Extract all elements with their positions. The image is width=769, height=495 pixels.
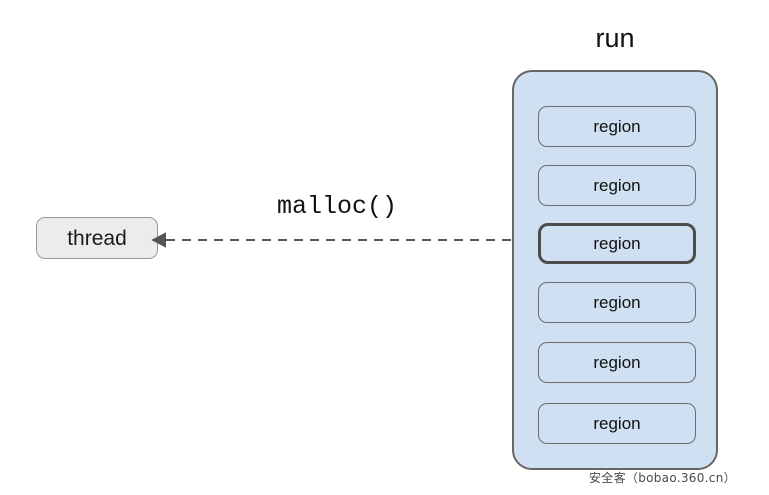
thread-node[interactable]: thread — [36, 217, 158, 259]
run-title: run — [595, 23, 635, 53]
thread-node-label: thread — [67, 226, 127, 250]
watermark: 安全客（bobao.360.cn） — [589, 471, 736, 485]
region-label: region — [593, 293, 641, 312]
region-box-5[interactable]: region — [538, 342, 696, 383]
region-box-6[interactable]: region — [538, 403, 696, 444]
region-label: region — [593, 353, 641, 372]
region-label: region — [593, 176, 641, 195]
malloc-edge-label: malloc() — [276, 192, 398, 221]
region-box-2[interactable]: region — [538, 165, 696, 206]
region-label: region — [593, 234, 641, 253]
region-label: region — [593, 414, 641, 433]
region-box-3-selected[interactable]: region — [538, 223, 696, 264]
run-container[interactable]: region region region region region regio… — [512, 70, 718, 470]
region-box-1[interactable]: region — [538, 106, 696, 147]
region-box-4[interactable]: region — [538, 282, 696, 323]
region-label: region — [593, 117, 641, 136]
